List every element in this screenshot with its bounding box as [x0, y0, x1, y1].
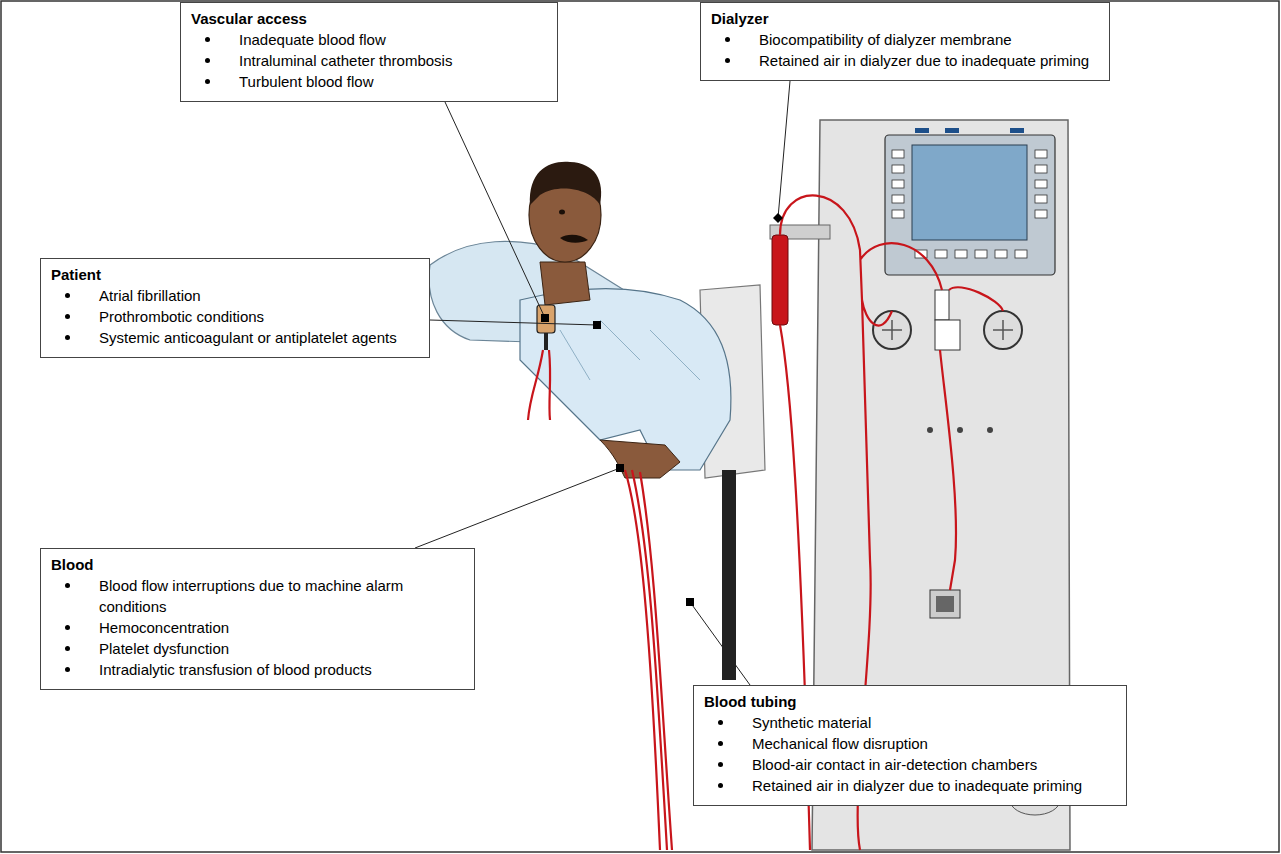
callout-box: Blood tubingSynthetic materialMechanical…: [693, 685, 1127, 806]
item-text: Systemic anticoagulant or antiplatelet a…: [99, 329, 397, 346]
heading-text: Patient: [51, 266, 101, 283]
bullet-dot: [65, 667, 70, 672]
item-text: Retained air in dialyzer due to inadequa…: [759, 52, 1089, 69]
leader-line: [430, 320, 597, 325]
blood-tubing: [625, 470, 672, 850]
leader-marker: [773, 213, 783, 223]
item-text: Synthetic material: [752, 714, 871, 731]
bullet-dot: [65, 335, 70, 340]
bullet-item: Prothrombotic conditions: [51, 306, 419, 327]
catheter-hub: [544, 333, 548, 350]
callout-box: DialyzerBiocompatibility of dialyzer mem…: [700, 2, 1110, 81]
bullet-dot: [718, 762, 723, 767]
bullet-item: Hemoconcentration: [51, 617, 464, 638]
box-heading: Blood tubing: [704, 691, 1116, 712]
item-text: Platelet dysfunction: [99, 640, 229, 657]
box-heading: Blood: [51, 554, 464, 575]
mustache: [560, 235, 588, 243]
item-text: Prothrombotic conditions: [99, 308, 264, 325]
bullet-item: Turbulent blood flow: [191, 71, 547, 92]
neck: [540, 262, 590, 305]
bullet-dot: [65, 583, 70, 588]
clamp: [935, 320, 960, 350]
leader-line: [778, 81, 790, 218]
item-text: Mechanical flow disruption: [752, 735, 928, 752]
item-text: Retained air in dialyzer due to inadequa…: [752, 777, 1082, 794]
monitor: [885, 135, 1055, 275]
bullet-item: Synthetic material: [704, 712, 1116, 733]
heading-text: Vascular access: [191, 10, 307, 27]
hair: [530, 162, 601, 205]
bullet-item: Blood-air contact in air-detection chamb…: [704, 754, 1116, 775]
catheter-dressing: [537, 305, 555, 333]
bullet-dot: [65, 314, 70, 319]
callout-box: PatientAtrial fibrillationProthrombotic …: [40, 258, 430, 358]
air-detector: [935, 290, 949, 320]
item-text: Intradialytic transfusion of blood produ…: [99, 661, 372, 678]
bullet-item: Platelet dysfunction: [51, 638, 464, 659]
bullet-item: Inadequate blood flow: [191, 29, 547, 50]
item-text: Atrial fibrillation: [99, 287, 201, 304]
item-text: Blood-air contact in air-detection chamb…: [752, 756, 1037, 773]
port-inner: [936, 596, 954, 612]
leader-marker: [616, 464, 624, 472]
box-heading: Patient: [51, 264, 419, 285]
bullet-item: Blood flow interruptions due to machine …: [51, 575, 464, 617]
bullet-item: Retained air in dialyzer due to inadequa…: [704, 775, 1116, 796]
bullet-item: Atrial fibrillation: [51, 285, 419, 306]
heading-text: Dialyzer: [711, 10, 769, 27]
catheter-lines: [528, 350, 550, 420]
bullet-item: Intraluminal catheter thrombosis: [191, 50, 547, 71]
heading-text: Blood: [51, 556, 94, 573]
bullet-item: Mechanical flow disruption: [704, 733, 1116, 754]
item-text: Inadequate blood flow: [239, 31, 386, 48]
box-heading: Vascular access: [191, 8, 547, 29]
bullet-dot: [65, 293, 70, 298]
leader-line: [445, 102, 545, 318]
item-text: Turbulent blood flow: [239, 73, 374, 90]
item-text: Intraluminal catheter thrombosis: [239, 52, 452, 69]
screen: [912, 145, 1027, 240]
bullet-dot: [725, 37, 730, 42]
leader-line: [415, 468, 620, 548]
bullet-item: Biocompatibility of dialyzer membrane: [711, 29, 1099, 50]
leader-marker: [541, 314, 549, 322]
bullet-item: Systemic anticoagulant or antiplatelet a…: [51, 327, 419, 348]
item-text: Hemoconcentration: [99, 619, 229, 636]
gown-folds: [560, 320, 700, 380]
eye: [559, 210, 565, 215]
callout-box: Vascular accessInadequate blood flowIntr…: [180, 2, 558, 102]
bullet-dot: [65, 625, 70, 630]
bullet-dot: [205, 58, 210, 63]
leader-marker: [686, 598, 694, 606]
item-text: Biocompatibility of dialyzer membrane: [759, 31, 1012, 48]
bullet-dot: [718, 741, 723, 746]
heading-text: Blood tubing: [704, 693, 796, 710]
bullet-dot: [205, 37, 210, 42]
bullet-item: Retained air in dialyzer due to inadequa…: [711, 50, 1099, 71]
bullet-item: Intradialytic transfusion of blood produ…: [51, 659, 464, 680]
leader-marker: [593, 321, 601, 329]
box-heading: Dialyzer: [711, 8, 1099, 29]
bullet-dot: [65, 646, 70, 651]
port: [930, 590, 960, 618]
leader-line: [690, 602, 750, 685]
bullet-dot: [718, 720, 723, 725]
item-text: Blood flow interruptions due to machine …: [99, 577, 403, 615]
bullet-dot: [718, 783, 723, 788]
panel-dots: [927, 427, 993, 433]
bullet-dot: [725, 58, 730, 63]
bullet-dot: [205, 79, 210, 84]
dialyzer-cartridge: [772, 235, 788, 325]
callout-box: BloodBlood flow interruptions due to mac…: [40, 548, 475, 690]
monitor-buttons: [892, 150, 1047, 258]
indicator-lights: [915, 128, 1024, 133]
